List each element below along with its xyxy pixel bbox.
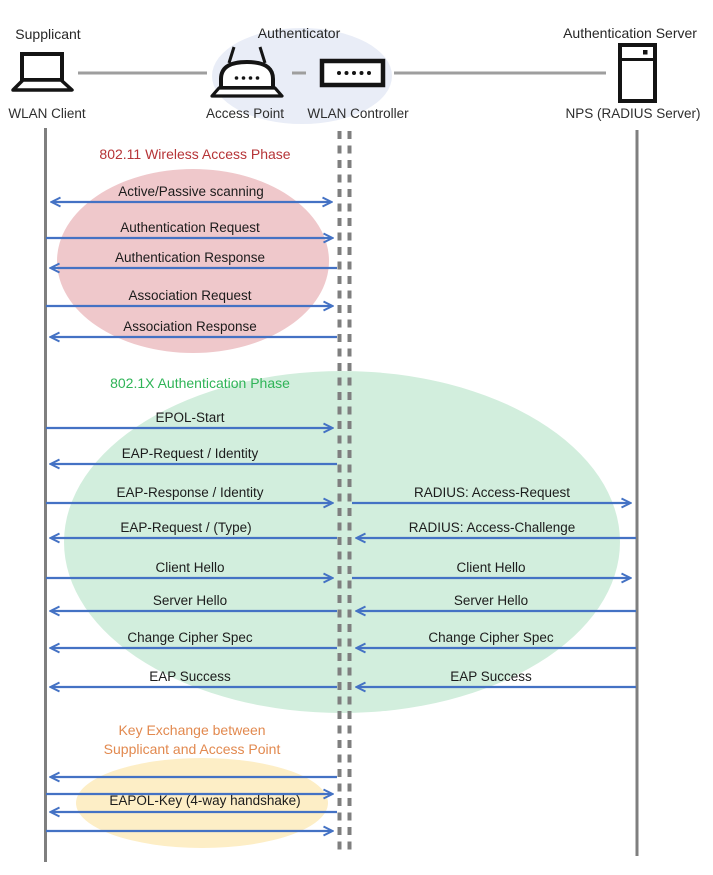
wlan-controller-icon bbox=[319, 58, 386, 88]
message-label-radius-access-challenge: RADIUS: Access-Challenge bbox=[408, 520, 576, 535]
message-label-server-hello-right: Server Hello bbox=[453, 593, 529, 608]
phase-title-8021x: 802.1X Authentication Phase bbox=[110, 375, 290, 391]
message-label-auth-response: Authentication Response bbox=[114, 250, 266, 265]
message-label-eapol-key: EAPOL-Key (4-way handshake) bbox=[109, 793, 301, 808]
device-label-nps: NPS (RADIUS Server) bbox=[565, 106, 701, 121]
laptop-icon bbox=[11, 52, 74, 92]
message-label-change-cipher-left: Change Cipher Spec bbox=[127, 630, 253, 645]
phase-title-key-exchange: Key Exchange between Supplicant and Acce… bbox=[104, 721, 281, 759]
phase-key-exchange-ellipse bbox=[76, 758, 328, 848]
message-label-eap-success-right: EAP Success bbox=[450, 669, 532, 684]
actor-supplicant: Supplicant bbox=[15, 26, 81, 42]
device-label-access-point: Access Point bbox=[205, 106, 285, 121]
message-label-eap-request-type: EAP-Request / (Type) bbox=[120, 520, 252, 535]
message-label-server-hello-left: Server Hello bbox=[152, 593, 228, 608]
device-label-wlan-client: WLAN Client bbox=[8, 106, 86, 121]
message-label-auth-request: Authentication Request bbox=[120, 220, 260, 235]
access-point-icon bbox=[210, 46, 284, 98]
message-label-assoc-response: Association Response bbox=[123, 319, 257, 334]
phase-title-key-exchange-line2: Supplicant and Access Point bbox=[103, 741, 281, 757]
phase-title-key-exchange-line1: Key Exchange between bbox=[118, 722, 266, 738]
message-label-assoc-request: Association Request bbox=[128, 288, 252, 303]
message-label-change-cipher-right: Change Cipher Spec bbox=[428, 630, 554, 645]
authenticator-group-ellipse bbox=[212, 28, 392, 124]
actor-authenticator: Authenticator bbox=[257, 25, 341, 41]
message-label-eap-response-identity: EAP-Response / Identity bbox=[116, 485, 264, 500]
message-label-eap-success-left: EAP Success bbox=[149, 669, 231, 684]
message-label-scanning: Active/Passive scanning bbox=[118, 184, 264, 199]
message-label-eap-request-identity: EAP-Request / Identity bbox=[121, 446, 259, 461]
message-label-radius-access-request: RADIUS: Access-Request bbox=[413, 485, 571, 500]
message-label-epol-start: EPOL-Start bbox=[155, 410, 225, 425]
message-label-client-hello-left: Client Hello bbox=[155, 560, 225, 575]
server-icon bbox=[618, 43, 657, 103]
message-label-client-hello-right: Client Hello bbox=[456, 560, 526, 575]
phase-title-80211: 802.11 Wireless Access Phase bbox=[99, 146, 291, 162]
phase-8021x-ellipse bbox=[64, 371, 620, 713]
device-label-wlan-controller: WLAN Controller bbox=[307, 106, 409, 121]
actor-authentication-server: Authentication Server bbox=[563, 25, 697, 41]
